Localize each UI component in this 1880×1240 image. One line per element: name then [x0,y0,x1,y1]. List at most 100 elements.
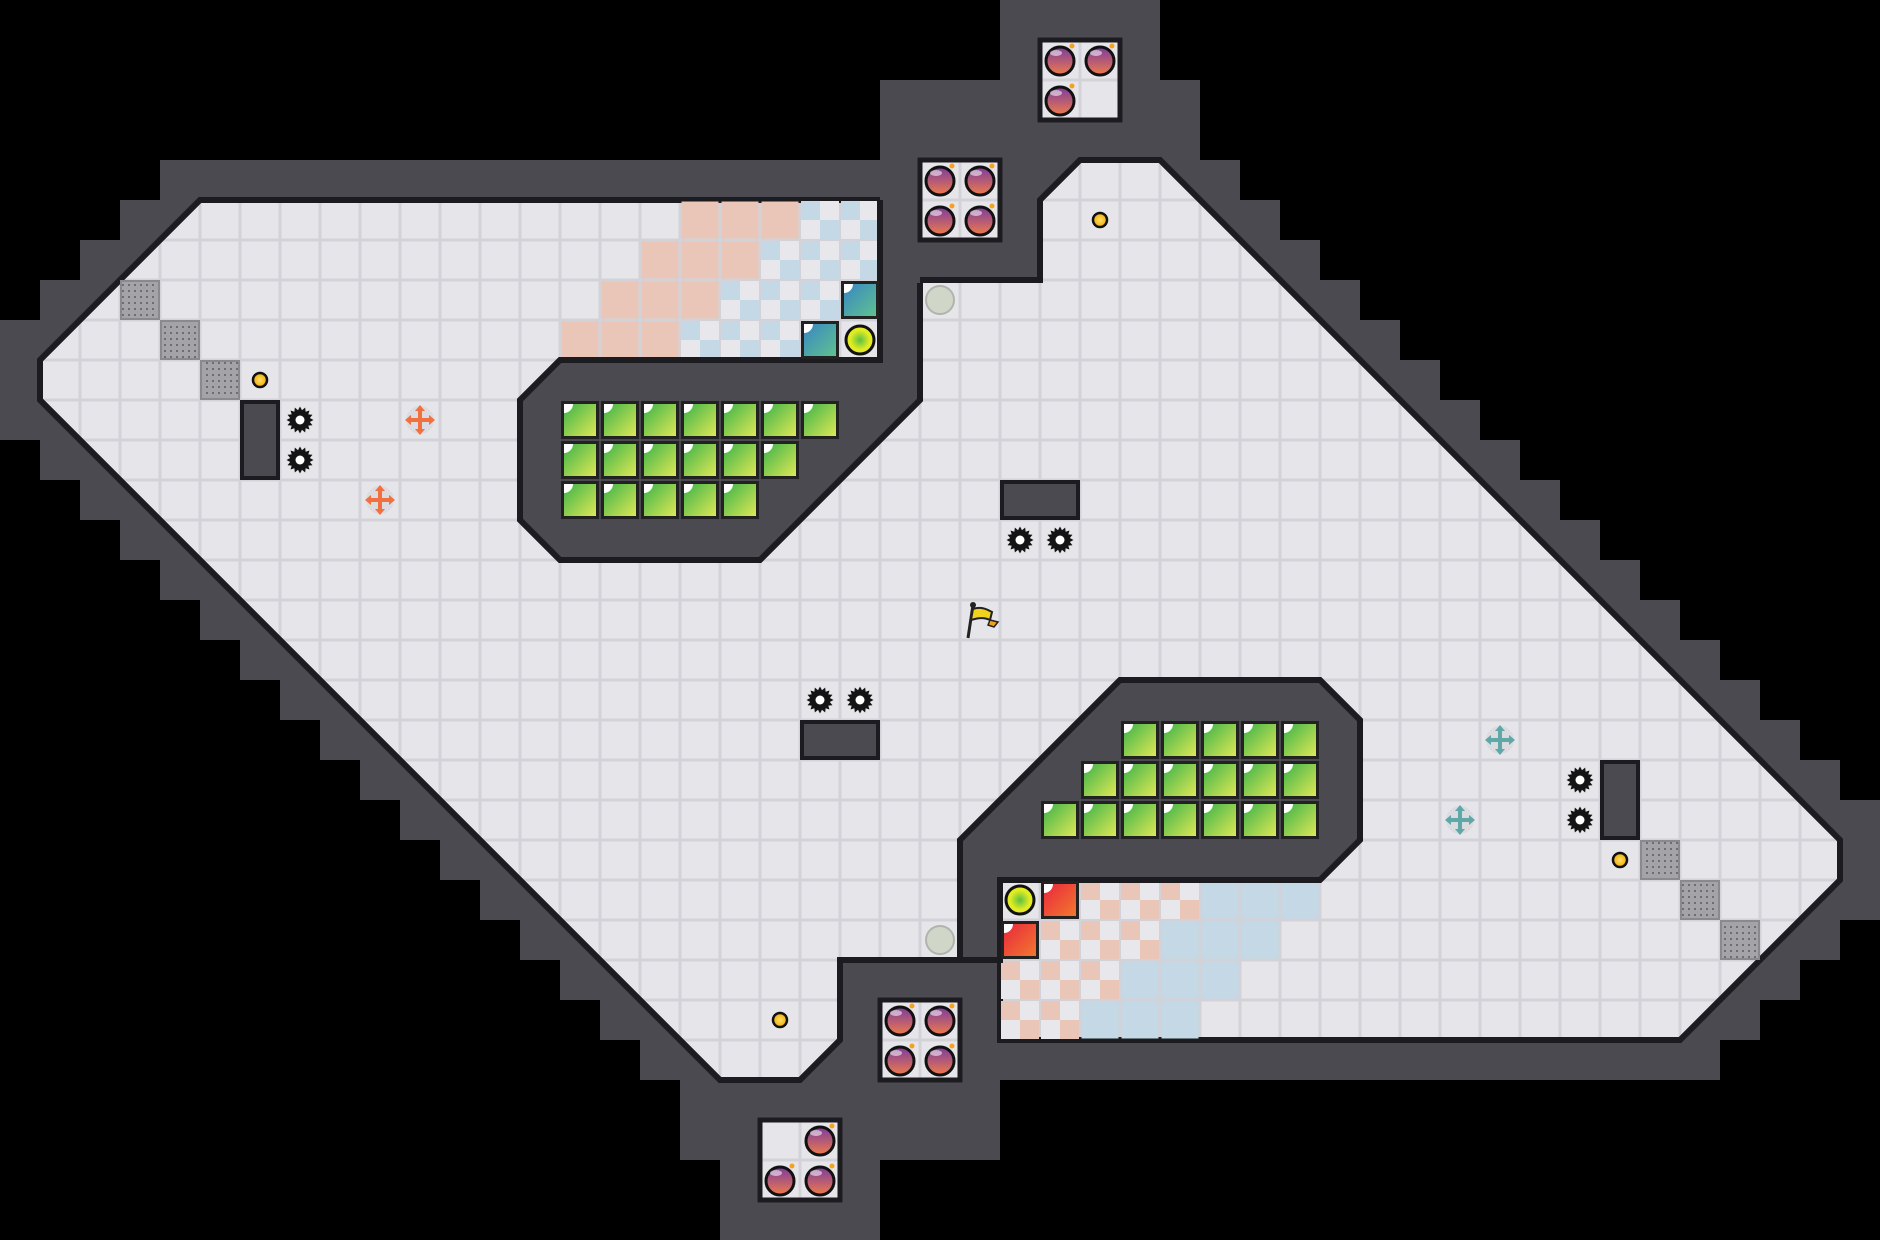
faded-orb-icon [925,925,955,955]
green-block[interactable] [1081,761,1119,799]
blue-checker-tile [721,321,759,359]
green-block[interactable] [1081,801,1119,839]
bomb-icon [1044,43,1076,77]
teal-block[interactable] [801,321,839,359]
green-block[interactable] [1241,721,1279,759]
bomb-room [877,997,963,1083]
blue-zone-tile [1241,921,1279,959]
green-block[interactable] [1281,761,1319,799]
gear-icon [1046,526,1074,554]
green-block[interactable] [681,441,719,479]
green-block[interactable] [1201,721,1239,759]
pillar-wall [1000,480,1080,520]
blue-zone-tile [1281,881,1319,919]
green-block[interactable] [601,481,639,519]
red-block[interactable] [1041,881,1079,919]
peach-checker-tile [1041,1001,1079,1039]
bomb-room [917,157,1003,243]
separator-wall [880,197,920,283]
peach-checker-tile [1121,921,1159,959]
move-arrows-icon[interactable] [365,485,395,515]
green-block[interactable] [1121,761,1159,799]
green-block[interactable] [721,481,759,519]
green-block[interactable] [761,441,799,479]
green-block[interactable] [641,441,679,479]
blue-checker-tile [801,281,839,319]
green-block[interactable] [601,441,639,479]
green-block[interactable] [1281,721,1319,759]
blue-checker-tile [841,201,879,239]
blue-zone-tile [1241,881,1279,919]
orb-icon[interactable] [1004,884,1036,916]
gear-icon [286,446,314,474]
blue-checker-tile [841,241,879,279]
peach-checker-tile [1081,921,1119,959]
coin-icon[interactable] [1091,211,1109,229]
green-block[interactable] [721,441,759,479]
move-arrows-icon[interactable] [405,405,435,435]
green-block[interactable] [601,401,639,439]
bomb-icon [924,163,956,197]
green-block[interactable] [1041,801,1079,839]
green-block[interactable] [681,401,719,439]
blue-checker-tile [801,241,839,279]
pillar-wall [1600,760,1640,840]
green-block[interactable] [561,441,599,479]
blue-zone-tile [1081,1001,1119,1039]
green-block[interactable] [561,401,599,439]
bomb-icon [804,1123,836,1157]
peach-zone-tile [721,201,759,239]
peach-checker-tile [1081,881,1119,919]
green-block[interactable] [801,401,839,439]
blue-checker-tile [801,201,839,239]
coin-icon[interactable] [771,1011,789,1029]
gear-icon [286,406,314,434]
peach-zone-tile [641,241,679,279]
mesh-tile-icon [1720,920,1760,960]
red-block[interactable] [1001,921,1039,959]
green-block[interactable] [1161,761,1199,799]
green-block[interactable] [1121,721,1159,759]
peach-checker-tile [1041,961,1079,999]
peach-zone-tile [561,321,599,359]
peach-zone-tile [601,321,639,359]
blue-checker-tile [721,281,759,319]
green-block[interactable] [1241,761,1279,799]
orb-icon[interactable] [844,324,876,356]
blue-zone-tile [1201,881,1239,919]
mesh-tile-icon [1640,840,1680,880]
green-block[interactable] [641,401,679,439]
green-block[interactable] [1281,801,1319,839]
floor-area [37,157,1843,1083]
peach-zone-tile [761,201,799,239]
green-block[interactable] [1121,801,1159,839]
peach-checker-tile [1121,881,1159,919]
blue-zone-tile [1161,1001,1199,1039]
move-arrows-icon[interactable] [1485,725,1515,755]
coin-icon[interactable] [251,371,269,389]
blue-zone-tile [1121,961,1159,999]
green-block[interactable] [1201,761,1239,799]
peach-checker-tile [1041,921,1079,959]
floor [37,157,1843,1083]
green-block[interactable] [1241,801,1279,839]
green-block[interactable] [761,401,799,439]
teal-block[interactable] [841,281,879,319]
move-arrows-icon[interactable] [1445,805,1475,835]
bomb-icon [964,163,996,197]
green-block[interactable] [1201,801,1239,839]
green-block[interactable] [641,481,679,519]
peach-checker-tile [1161,881,1199,919]
green-block[interactable] [721,401,759,439]
peach-zone-tile [721,241,759,279]
green-block[interactable] [1161,721,1199,759]
green-block[interactable] [681,481,719,519]
flag-icon[interactable] [966,602,1000,639]
peach-zone-tile [681,201,719,239]
peach-zone-tile [641,281,679,319]
green-block[interactable] [561,481,599,519]
pillar-wall [240,400,280,480]
coin-icon[interactable] [1611,851,1629,869]
green-block[interactable] [1161,801,1199,839]
